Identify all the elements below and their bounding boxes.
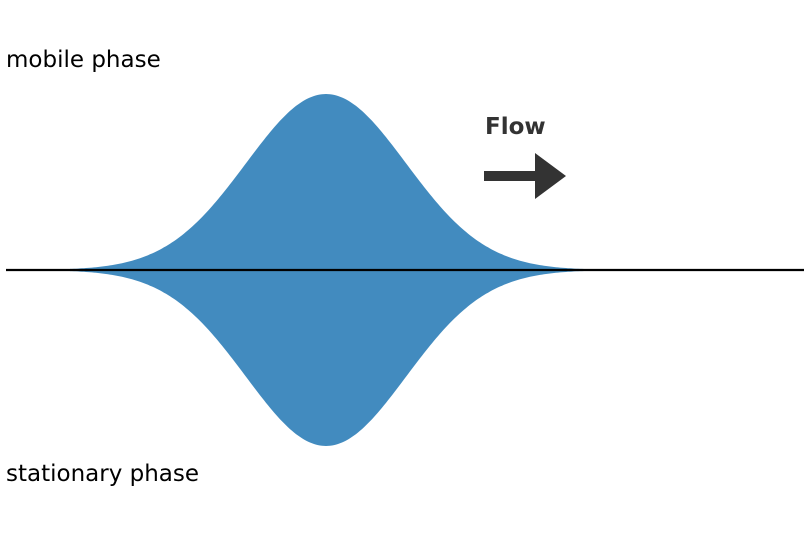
mobile-phase-label: mobile phase [6,47,161,73]
flow-label: Flow [485,114,546,140]
arrow-right-icon [484,153,566,199]
stationary-phase-label: stationary phase [6,461,200,487]
